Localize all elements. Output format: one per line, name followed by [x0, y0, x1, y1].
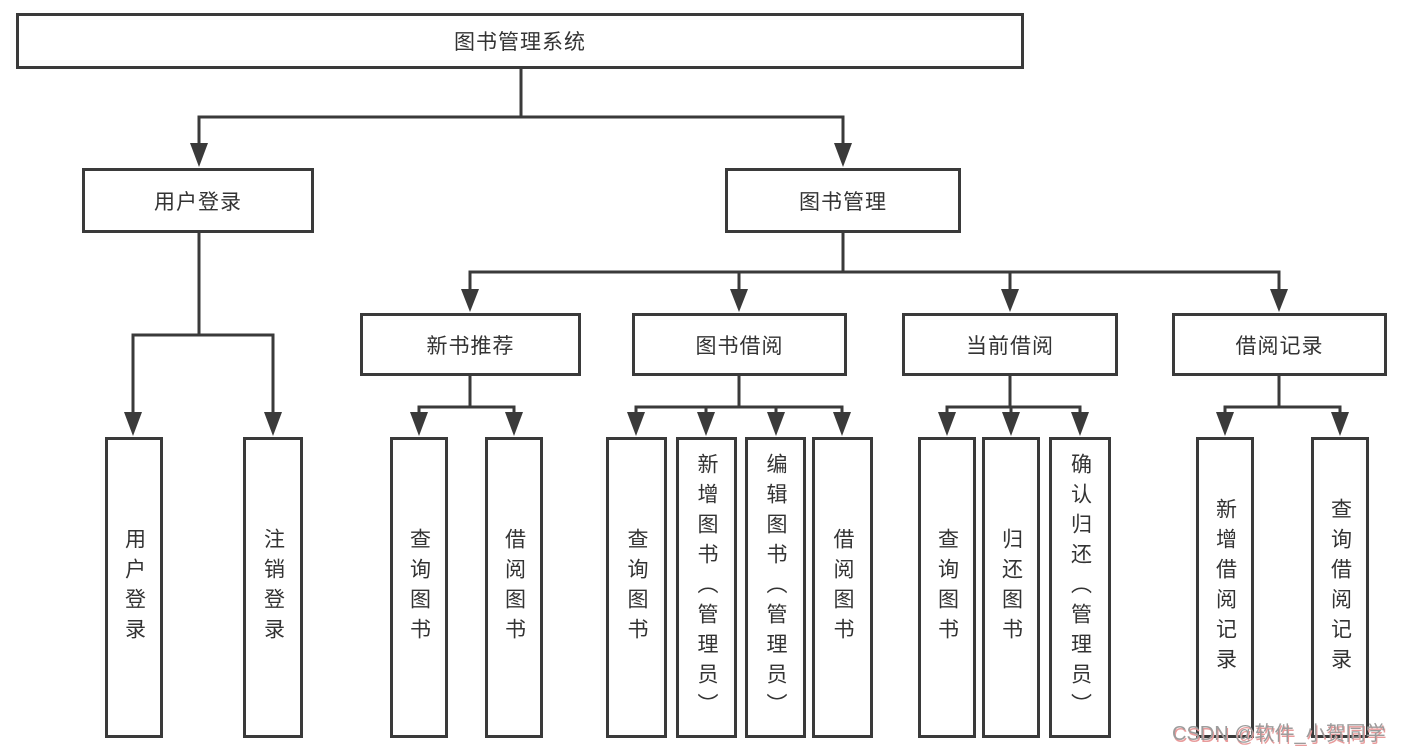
leaf-return-book: 归还图书	[982, 437, 1040, 738]
leaf-logout-label: 注销登录	[261, 527, 285, 648]
leaf-confirm-return-admin-label: 确认归还（管理员）	[1068, 452, 1092, 723]
node-borrow-records-label: 借阅记录	[1235, 334, 1324, 358]
node-root: 图书管理系统	[16, 13, 1024, 69]
arrow-leaf-edit-book	[767, 412, 785, 436]
arrow-leaf-logout	[264, 412, 282, 436]
arrow-leaf-borrow2	[833, 412, 851, 436]
arrow-leaf-query1	[410, 412, 428, 436]
arrow-records	[1270, 289, 1288, 312]
arrow-leaf-add-book	[697, 412, 715, 436]
leaf-borrow-books-2-label: 借阅图书	[831, 527, 854, 648]
node-current-borrow-label: 当前借阅	[966, 334, 1054, 358]
leaf-borrow-books-1-label: 借阅图书	[502, 527, 526, 648]
leaf-borrow-books-1: 借阅图书	[485, 437, 543, 738]
leaf-query-books-2: 查询图书	[606, 437, 667, 738]
leaf-query-books-3-label: 查询图书	[935, 527, 959, 648]
arrow-leaf-query2	[627, 412, 645, 436]
connector-user-login-branch	[131, 333, 275, 412]
arrow-leaf-query-record	[1331, 412, 1349, 436]
leaf-logout: 注销登录	[243, 437, 303, 738]
connector-level2-branch	[197, 115, 845, 143]
leaf-add-book-admin: 新增图书（管理员）	[676, 437, 737, 738]
arrow-leaf-login	[124, 412, 142, 436]
arrow-leaf-confirm	[1071, 412, 1089, 436]
connector-records-branch	[1223, 405, 1342, 412]
watermark: CSDN @软件_小贺同学	[1172, 723, 1386, 745]
leaf-query-borrow-record: 查询借阅记录	[1311, 437, 1369, 738]
node-book-borrow-label: 图书借阅	[695, 334, 784, 358]
leaf-query-books-3: 查询图书	[918, 437, 976, 738]
arrow-book-mgmt	[834, 143, 852, 167]
arrow-leaf-return	[1002, 412, 1020, 436]
node-user-login-label: 用户登录	[154, 190, 242, 214]
leaf-edit-book-admin: 编辑图书（管理员）	[745, 437, 806, 738]
arrow-newbook	[461, 289, 479, 312]
node-book-borrow: 图书借阅	[632, 313, 847, 376]
node-root-label: 图书管理系统	[454, 31, 586, 54]
arrow-leaf-query3	[938, 412, 956, 436]
node-current-borrow: 当前借阅	[902, 313, 1118, 376]
leaf-borrow-books-2: 借阅图书	[812, 437, 873, 738]
leaf-user-login-label: 用户登录	[122, 527, 146, 648]
arrow-borrow	[730, 289, 748, 312]
leaf-add-book-admin-label: 新增图书（管理员）	[695, 452, 718, 723]
node-book-mgmt-label: 图书管理	[799, 190, 887, 214]
node-new-book-recommend-label: 新书推荐	[426, 334, 515, 358]
leaf-edit-book-admin-label: 编辑图书（管理员）	[764, 452, 787, 723]
connector-borrow-branch	[634, 405, 844, 412]
leaf-query-borrow-record-label: 查询借阅记录	[1328, 497, 1352, 678]
arrow-leaf-add-record	[1216, 412, 1234, 436]
leaf-confirm-return-admin: 确认归还（管理员）	[1049, 437, 1111, 738]
leaf-query-books-1-label: 查询图书	[407, 527, 431, 648]
connector-current-branch	[945, 405, 1082, 412]
leaf-query-books-2-label: 查询图书	[625, 527, 648, 648]
connector-newbook-branch	[417, 405, 516, 412]
leaf-user-login: 用户登录	[105, 437, 163, 738]
arrow-user-login	[190, 143, 208, 167]
leaf-add-borrow-record: 新增借阅记录	[1196, 437, 1254, 738]
leaf-return-book-label: 归还图书	[999, 527, 1023, 648]
leaf-query-books-1: 查询图书	[390, 437, 448, 738]
leaf-add-borrow-record-label: 新增借阅记录	[1213, 497, 1237, 678]
arrow-current	[1001, 289, 1019, 312]
node-new-book-recommend: 新书推荐	[360, 313, 581, 376]
node-book-mgmt: 图书管理	[725, 168, 961, 233]
node-borrow-records: 借阅记录	[1172, 313, 1387, 376]
node-user-login: 用户登录	[82, 168, 314, 233]
connector-level3-branch	[468, 270, 1281, 289]
arrow-leaf-borrow1	[505, 412, 523, 436]
